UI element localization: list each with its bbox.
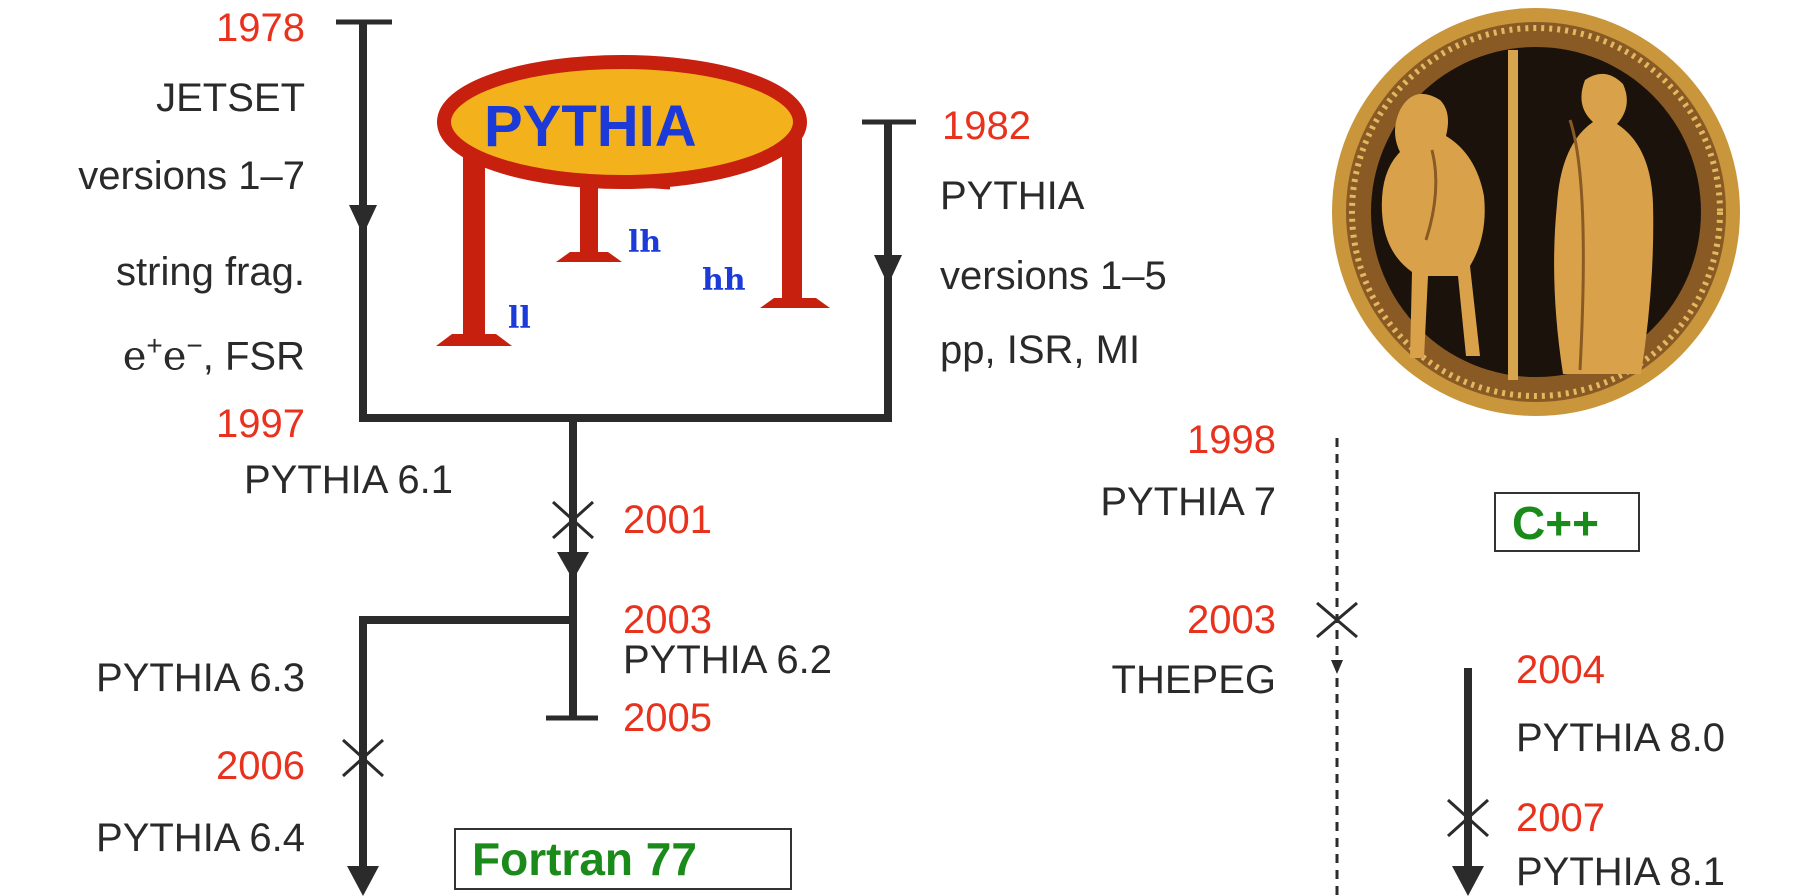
jetset-feature-string-frag: string frag. <box>116 250 305 294</box>
pythia81-arrowhead <box>1452 866 1484 896</box>
logo-leg-ll-foot <box>436 334 512 346</box>
logo-leg-lh <box>580 175 598 258</box>
jetset-arrowhead <box>349 205 377 235</box>
pythia-versions: versions 1–5 <box>940 254 1167 298</box>
pythia-features: pp, ISR, MI <box>940 328 1141 372</box>
logo-title: PYTHIA <box>484 94 697 159</box>
release-pythia-6-1: PYTHIA 6.1 <box>244 458 453 502</box>
release-pythia-8-0: PYTHIA 8.0 <box>1516 716 1725 760</box>
logo-leg-hh <box>782 130 802 305</box>
logo-label-lh: lh <box>628 225 662 260</box>
pythia64-arrowhead <box>347 866 379 896</box>
cross-2001 <box>551 500 595 540</box>
year-2004: 2004 <box>1516 648 1605 692</box>
cross-2003 <box>1316 601 1358 639</box>
release-pythia-6-2: PYTHIA 6.2 <box>623 638 832 682</box>
fsr-label: , FSR <box>202 334 305 379</box>
year-2001: 2001 <box>623 498 712 542</box>
math-e: e <box>162 333 187 380</box>
fortran-77-label: Fortran 77 <box>454 828 792 890</box>
pythia-logo <box>436 55 830 346</box>
jetset-name: JETSET <box>156 76 305 120</box>
logo-label-ll: ll <box>508 301 531 336</box>
year-1982: 1982 <box>942 104 1031 148</box>
math-plus: + <box>146 330 163 361</box>
year-1978: 1978 <box>216 6 305 50</box>
math-e: e <box>122 333 147 380</box>
year-1997: 1997 <box>216 402 305 446</box>
year-2003-thepeg: 2003 <box>1187 598 1276 642</box>
pythia61-arrowhead <box>557 552 589 580</box>
pythia-name: PYTHIA <box>940 174 1085 218</box>
cpp-label: C++ <box>1494 492 1640 552</box>
year-1998: 1998 <box>1187 418 1276 462</box>
arrowheads <box>347 205 1484 896</box>
logo-label-hh: hh <box>702 263 746 298</box>
math-minus: − <box>186 330 203 361</box>
pythia-arrowhead <box>874 255 902 285</box>
pythia-vase-painting <box>1332 8 1740 416</box>
release-pythia-7: PYTHIA 7 <box>1100 480 1276 524</box>
thepeg-arrowhead <box>1331 660 1343 674</box>
release-pythia-8-1: PYTHIA 8.1 <box>1516 850 1725 894</box>
jetset-feature-ee-fsr: e+e−, FSR <box>122 330 305 380</box>
cross-2007 <box>1446 798 1490 838</box>
year-2007: 2007 <box>1516 796 1605 840</box>
release-pythia-6-4: PYTHIA 6.4 <box>96 816 305 860</box>
logo-leg-hh-foot <box>760 298 830 308</box>
logo-leg-lh-foot <box>556 252 622 262</box>
release-thepeg: THEPEG <box>1111 658 1276 702</box>
jetset-versions: versions 1–7 <box>78 154 305 198</box>
release-cross-marks <box>341 500 1490 838</box>
year-2006: 2006 <box>216 744 305 788</box>
year-2005: 2005 <box>623 696 712 740</box>
logo-leg-ll <box>463 150 485 340</box>
release-pythia-6-3: PYTHIA 6.3 <box>96 656 305 700</box>
year-2003-pythia62: 2003 <box>623 598 712 642</box>
logo-swoosh <box>584 173 671 190</box>
cross-2006 <box>341 738 385 778</box>
